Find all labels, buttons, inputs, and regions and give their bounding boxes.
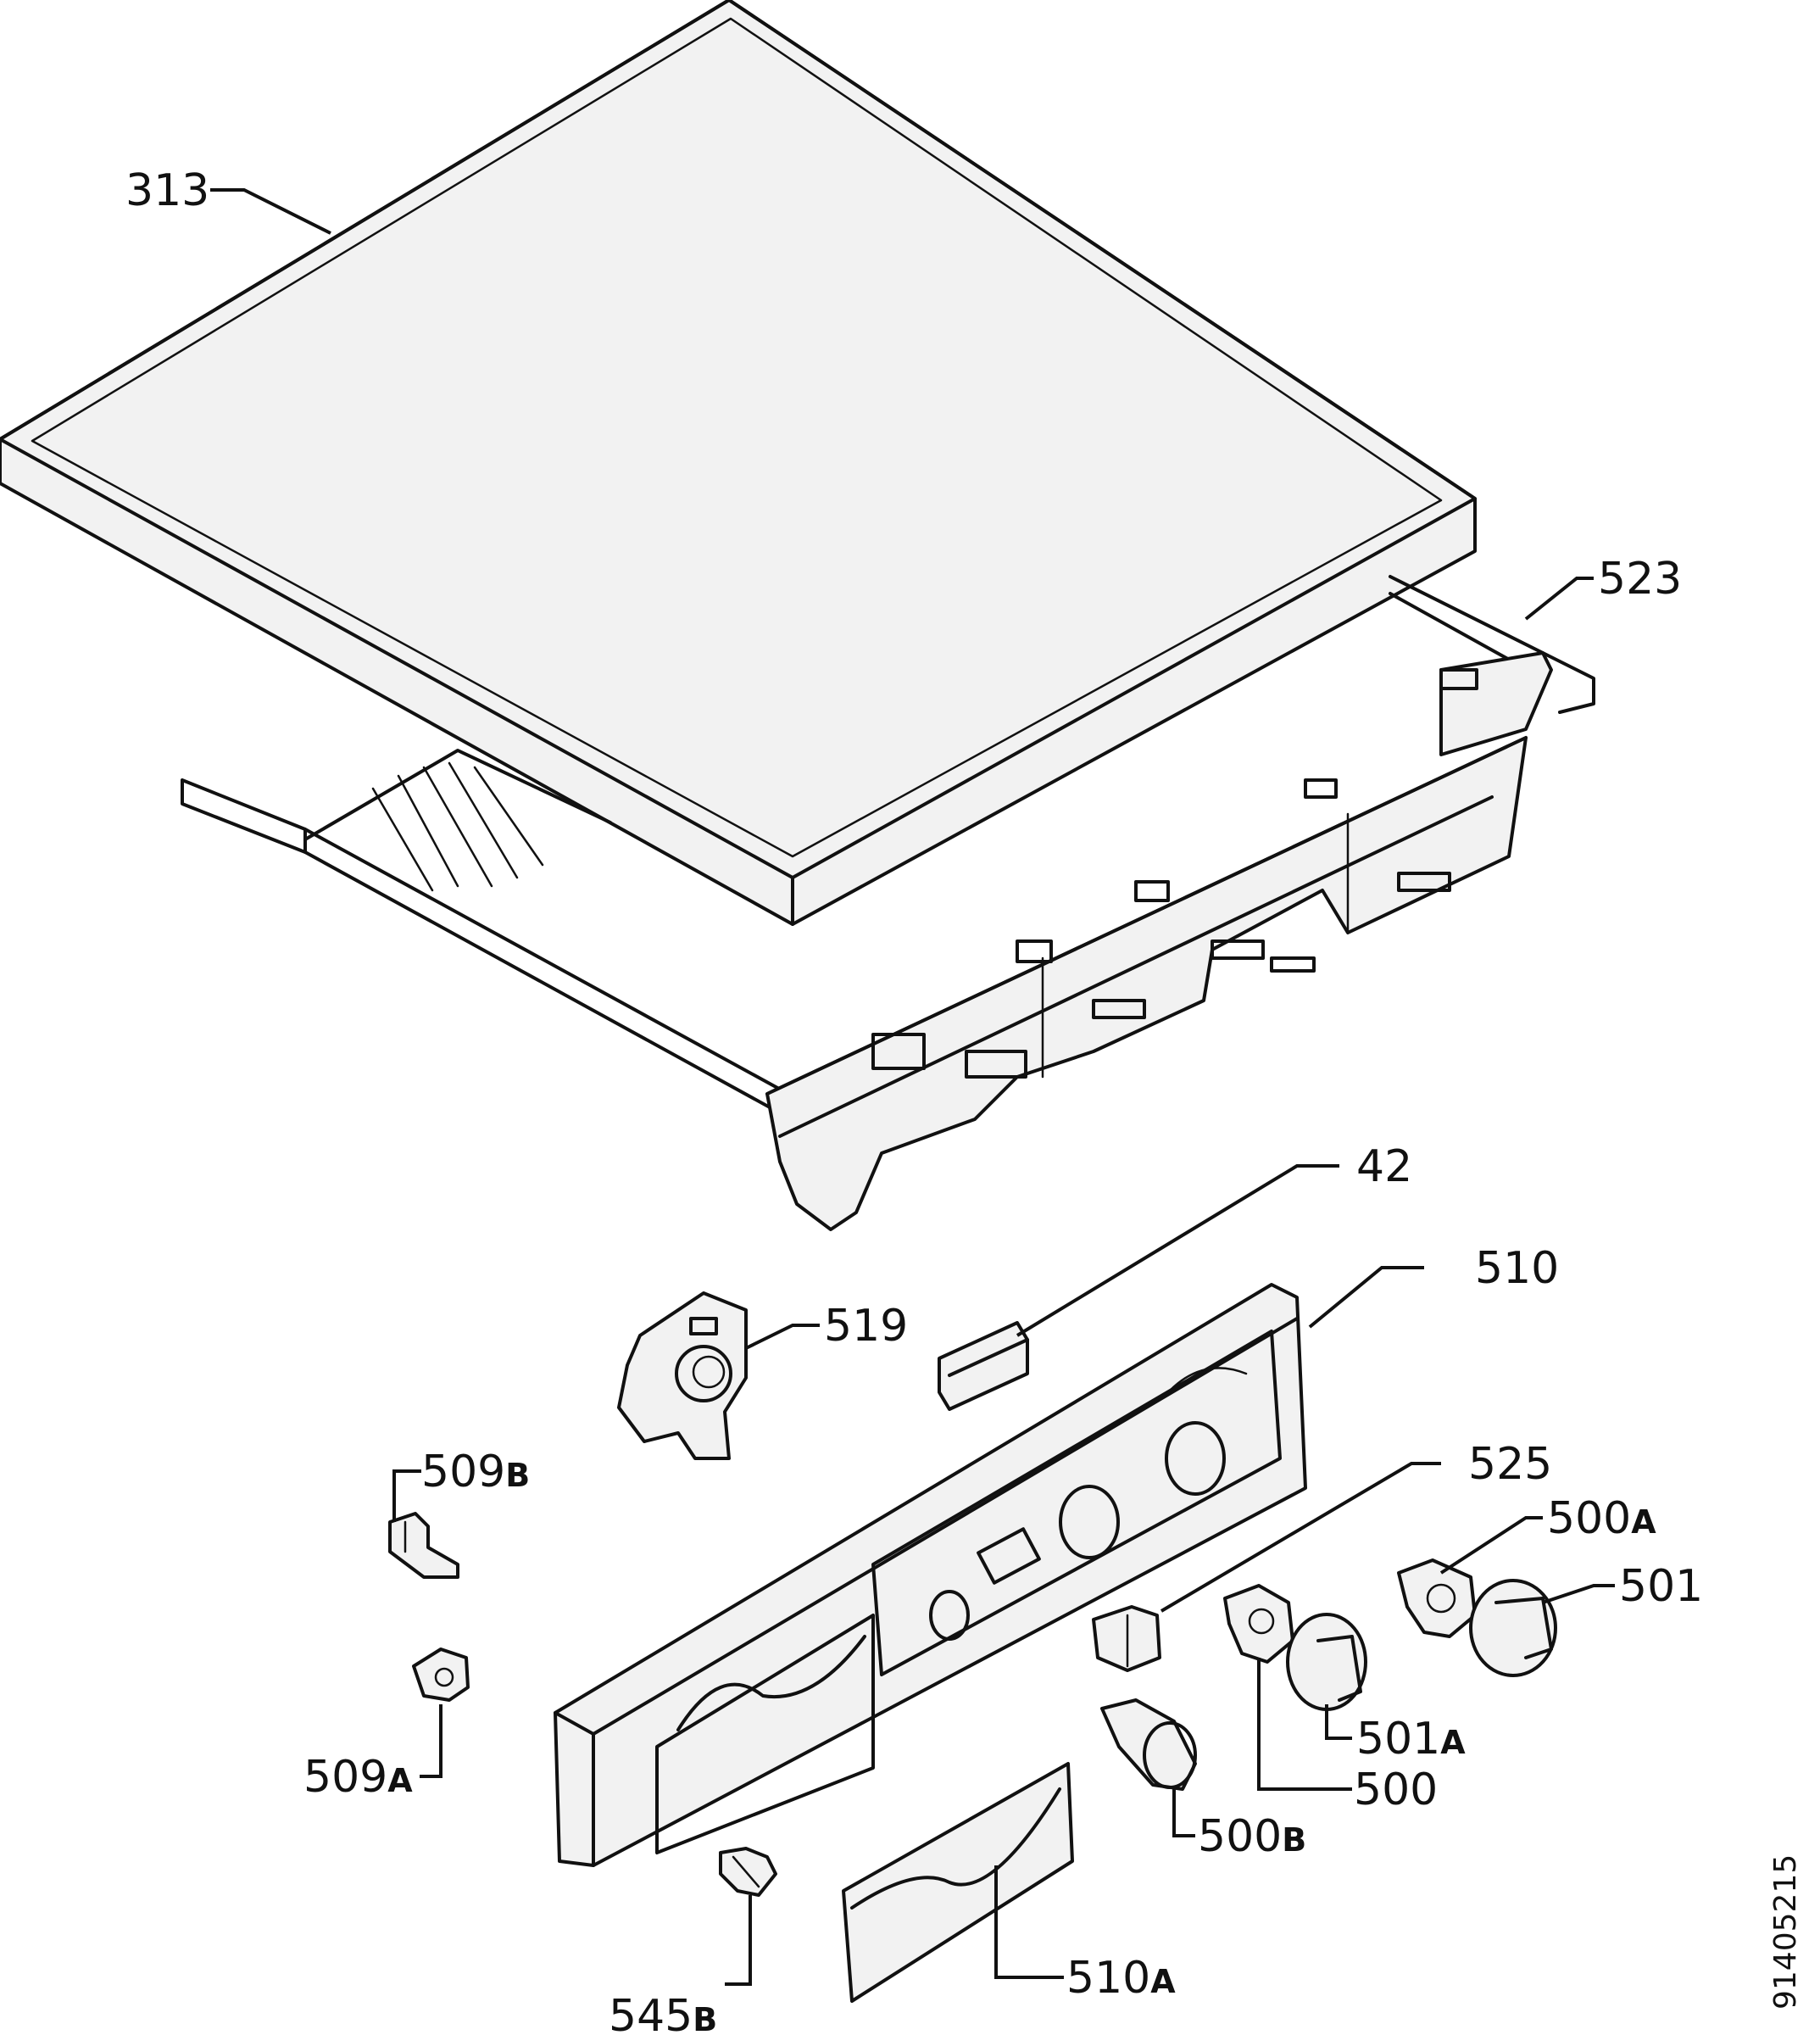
part-523-panel-frame	[181, 575, 1595, 1231]
part-519-bracket	[617, 1291, 748, 1460]
part-42-switch	[938, 1321, 1029, 1411]
label-509B: 509B	[421, 1447, 530, 1497]
part-501-knob	[1469, 1579, 1557, 1677]
part-labels: 313 523 42 510 519 509B 525 500A 501 509…	[125, 165, 1803, 2035]
label-501: 501	[1619, 1561, 1703, 1612]
label-525: 525	[1468, 1439, 1552, 1490]
part-509A-cam	[412, 1648, 470, 1702]
part-545B-screw	[719, 1847, 777, 1897]
part-509B-clip	[388, 1512, 459, 1579]
part-500B-push-button	[1100, 1698, 1197, 1791]
part-525-switch	[1092, 1605, 1161, 1672]
label-500B: 500B	[1198, 1811, 1306, 1862]
label-523: 523	[1598, 554, 1682, 605]
drawing-code: 91405215	[1768, 1854, 1803, 2010]
part-501A-knob	[1286, 1613, 1367, 1711]
label-510A: 510A	[1066, 1953, 1176, 2004]
part-510A-flap	[842, 1762, 1074, 2003]
label-500: 500	[1354, 1765, 1438, 1815]
label-509A: 509A	[303, 1752, 413, 1803]
label-501A: 501A	[1356, 1714, 1466, 1765]
leader-lines	[210, 188, 1615, 1986]
label-42: 42	[1356, 1141, 1412, 1192]
label-519: 519	[824, 1301, 908, 1352]
part-500A-knob-base	[1397, 1558, 1477, 1638]
label-545B: 545B	[609, 1991, 717, 2035]
label-500A: 500A	[1547, 1493, 1656, 1544]
label-313: 313	[125, 165, 209, 216]
part-510-fascia	[554, 1283, 1307, 1867]
label-510: 510	[1475, 1243, 1559, 1294]
part-313-top-cover	[0, 0, 1477, 926]
part-500-knob-base	[1223, 1584, 1294, 1664]
